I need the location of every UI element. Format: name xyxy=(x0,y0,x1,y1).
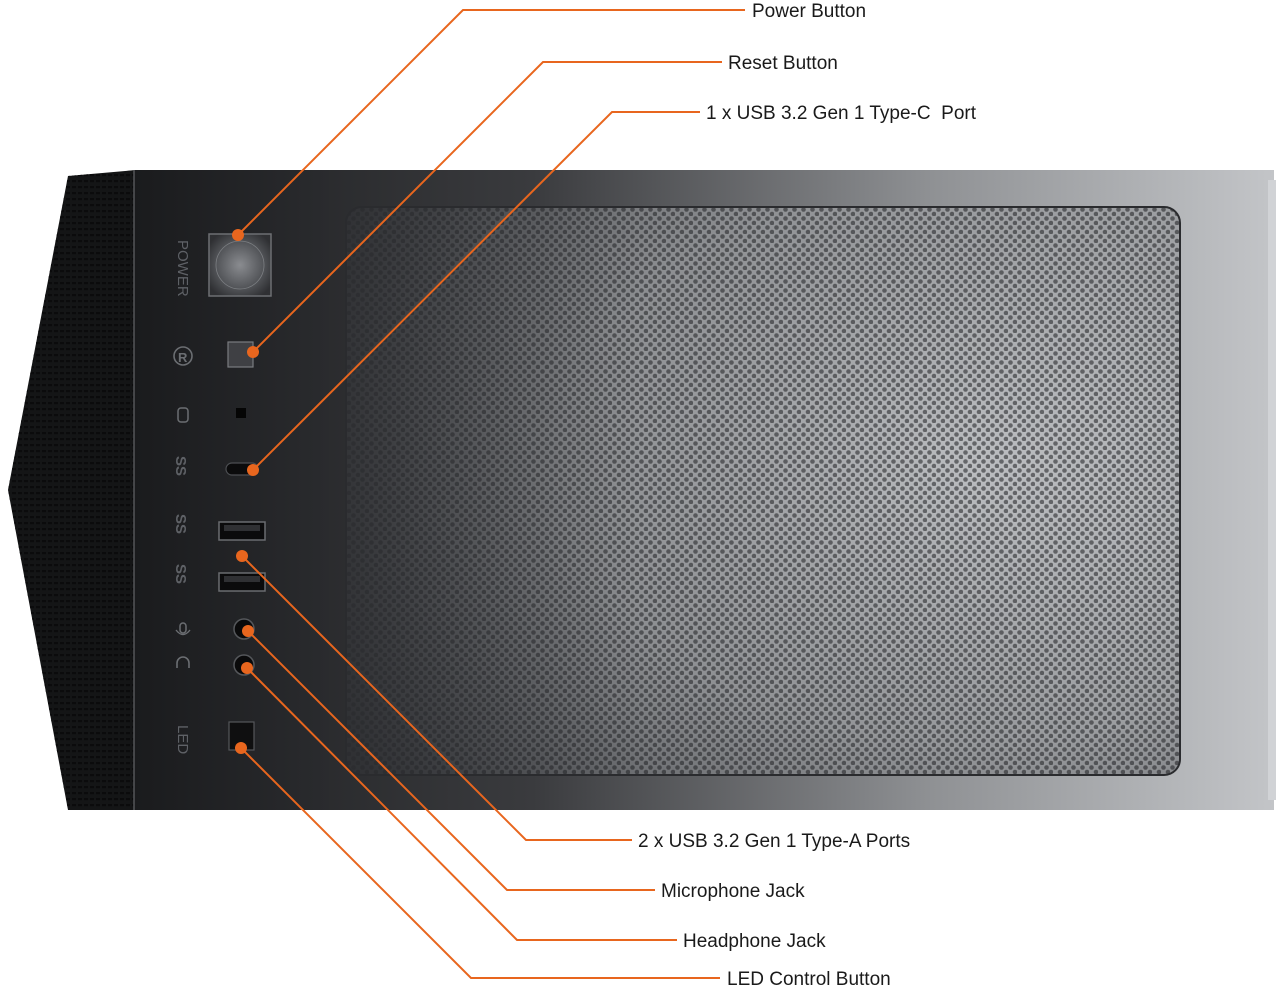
led-label: LED xyxy=(174,725,191,754)
callout-usb-c-port: 1 x USB 3.2 Gen 1 Type-C Port xyxy=(706,103,977,124)
right-rim xyxy=(1268,180,1276,800)
callout-power-button: Power Button xyxy=(752,1,866,22)
callout-microphone-jack: Microphone Jack xyxy=(661,881,805,902)
svg-text:SS: SS xyxy=(172,456,189,476)
side-vent-slots xyxy=(8,170,136,810)
power-button[interactable] xyxy=(209,234,271,296)
usb-superspeed-icon: SS xyxy=(172,514,189,534)
callout-reset-button: Reset Button xyxy=(728,53,838,74)
power-label: POWER xyxy=(174,240,191,297)
callout-usb-a-ports: 2 x USB 3.2 Gen 1 Type-A Ports xyxy=(638,831,910,852)
svg-text:R: R xyxy=(178,350,188,365)
hdd-led xyxy=(236,408,246,418)
leader-dot-microphone xyxy=(242,625,254,637)
usb-superspeed-icon: SS xyxy=(172,456,189,476)
leader-dot-power xyxy=(232,229,244,241)
mesh-shadow xyxy=(346,207,1180,775)
callout-led-control-button: LED Control Button xyxy=(727,969,891,989)
svg-text:SS: SS xyxy=(172,514,189,534)
leader-dot-usb-a xyxy=(236,550,248,562)
case-body xyxy=(8,170,1276,810)
callout-headphone-jack: Headphone Jack xyxy=(683,931,826,952)
usb-a-port-1-tongue xyxy=(224,525,260,531)
leader-dot-reset xyxy=(247,346,259,358)
leader-dot-headphone xyxy=(241,662,253,674)
svg-text:SS: SS xyxy=(172,564,189,584)
usb-a-port-2-tongue xyxy=(224,576,260,582)
usb-superspeed-icon: SS xyxy=(172,564,189,584)
leader-dot-led xyxy=(235,742,247,754)
leader-dot-usb-c xyxy=(247,464,259,476)
